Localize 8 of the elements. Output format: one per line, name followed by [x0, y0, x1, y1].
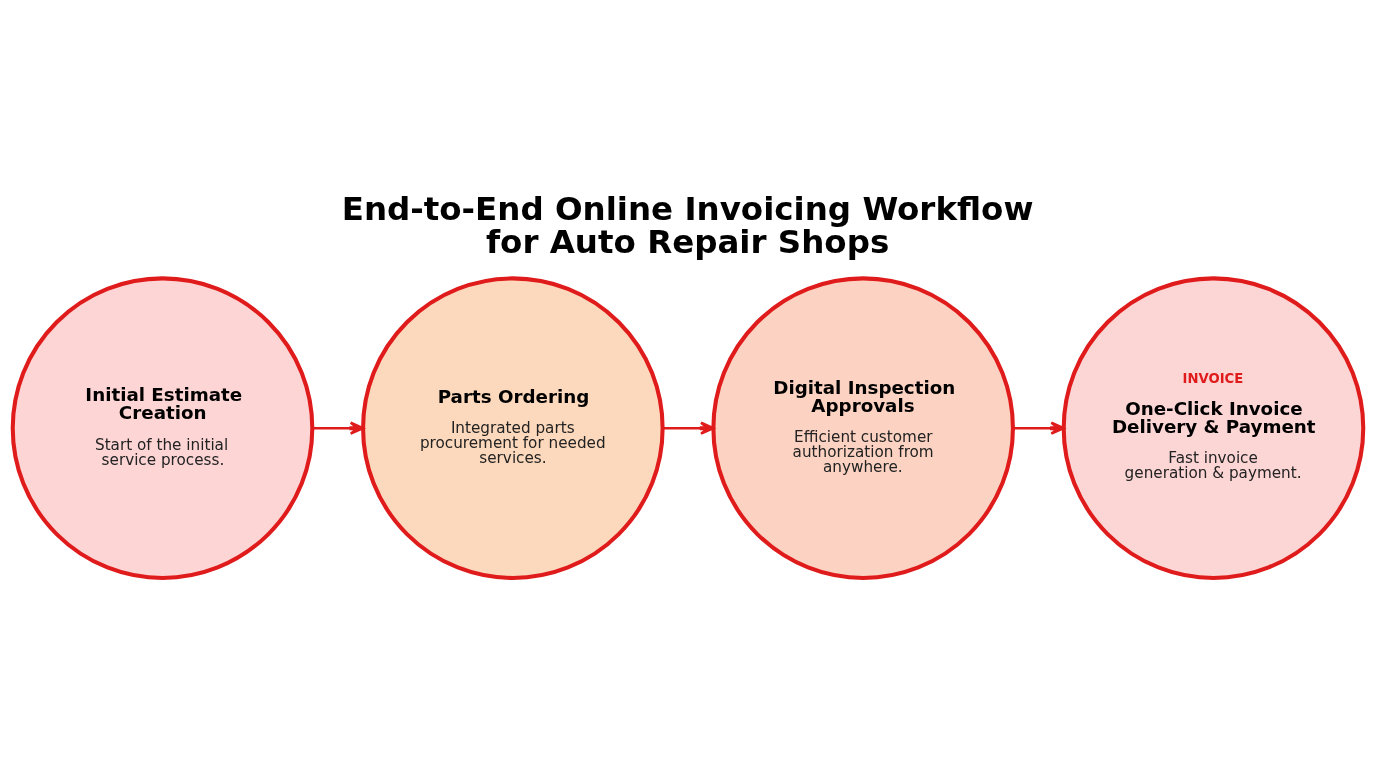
node-circle: Parts Ordering Integrated parts procurement for needed services.: [361, 275, 665, 580]
node-circle: Initial Estimate Creation Start of the initial service process.: [10, 275, 315, 580]
node-circle: Digital Inspection Approvals Efficient customer authorization from anywhere.: [711, 275, 1015, 580]
diagram-title: End-to-End Online Invoicing Workflow for Auto Repair Shops: [341, 189, 1034, 261]
node-circle: INVOICE One-Click Invoice Delivery & Payment Fast invoice generation & payment.: [1061, 275, 1366, 580]
arrow: [1013, 420, 1065, 435]
arrow: [312, 420, 365, 435]
arrow: [663, 420, 715, 435]
